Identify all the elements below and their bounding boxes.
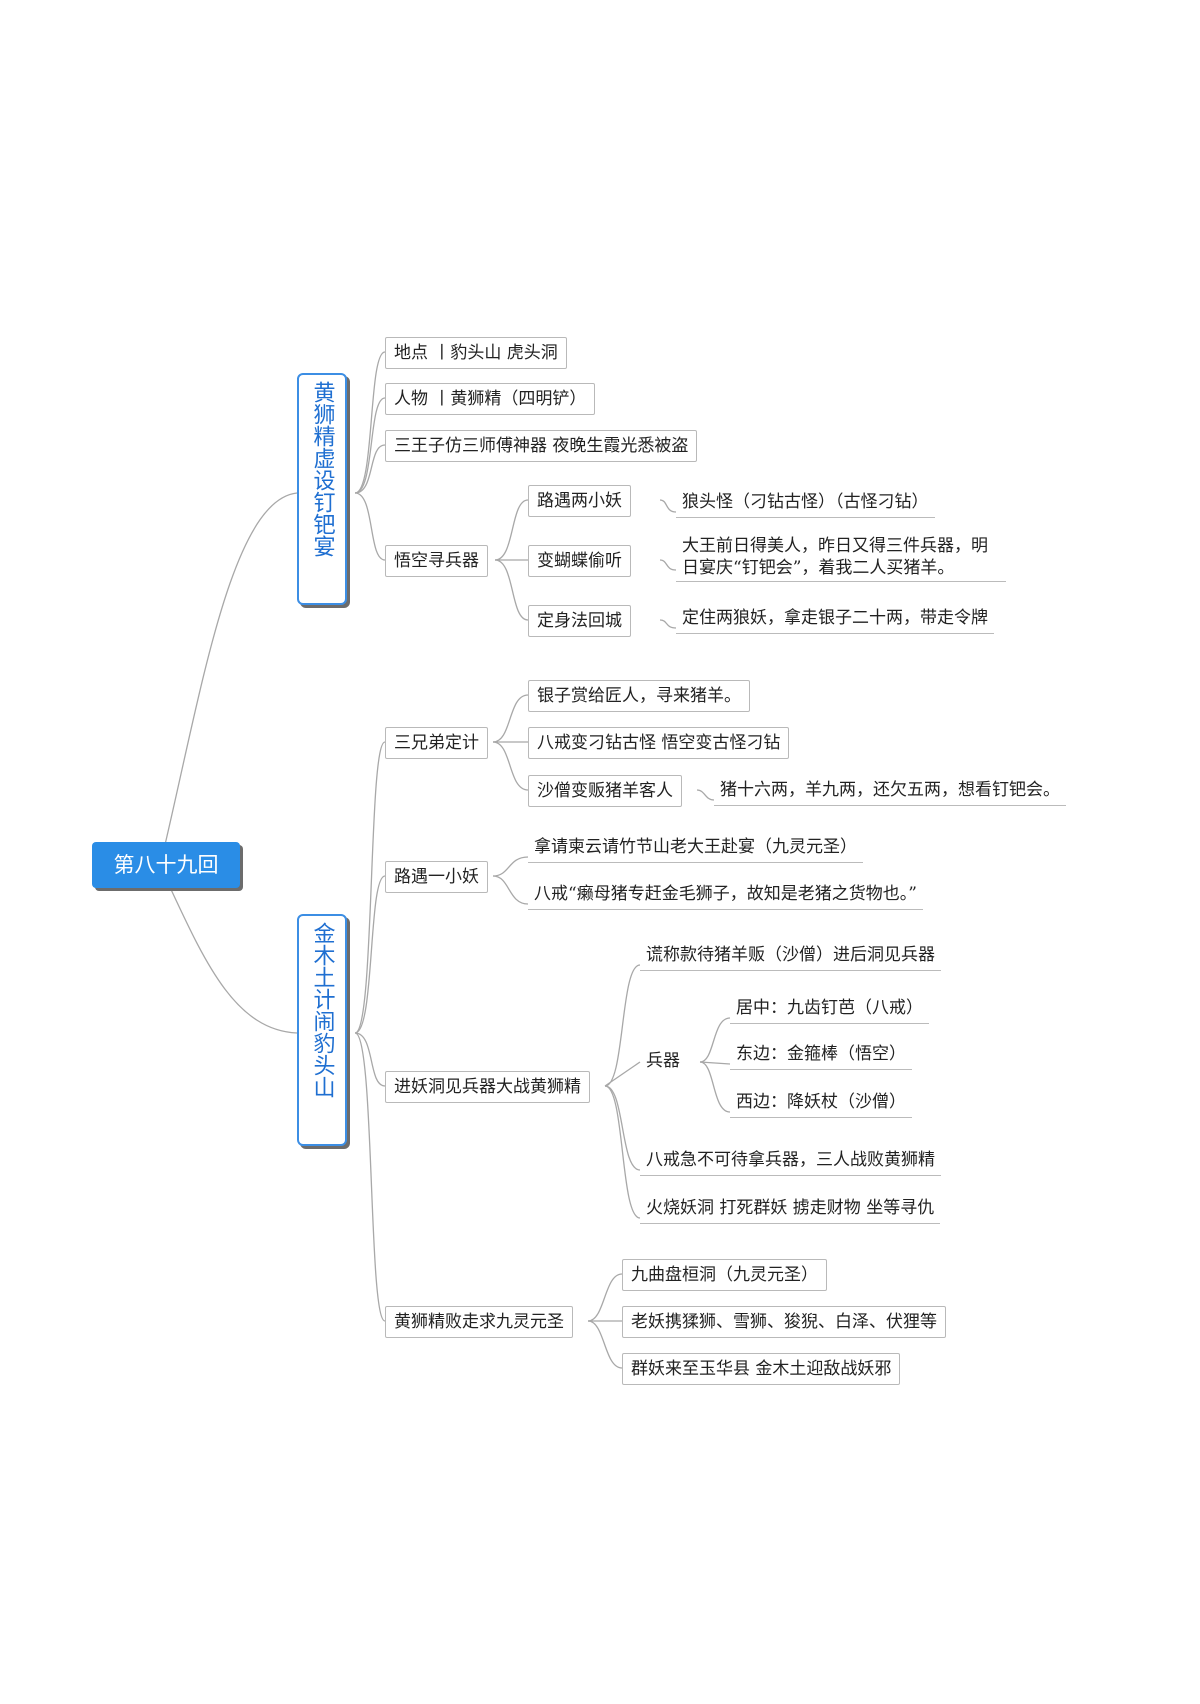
subtopic-label: 变蝴蝶偷听: [537, 551, 622, 571]
detail-label: 兵器: [646, 1051, 680, 1071]
subtopic-label: 老妖携猱狮、雪狮、狻猊、白泽、伏狸等: [631, 1312, 937, 1332]
detail-label: 谎称款待猪羊贩（沙僧）进后洞见兵器: [646, 945, 935, 965]
topic-label: 人物 丨黄狮精（四明铲）: [394, 389, 587, 409]
branch-node-feast[interactable]: 黄狮精虚设钉钯宴: [297, 373, 347, 605]
detail-label: 大王前日得美人，昨日又得三件兵器，明日宴庆“钉钯会”，着我二人买猪羊。: [682, 536, 988, 578]
branch-title: 黄狮精虚设钉钯宴: [309, 381, 335, 557]
topic-label: 地点 丨豹头山 虎头洞: [394, 343, 558, 363]
detail-freeze: 定住两狼妖，拿走银子二十两，带走令牌: [676, 603, 994, 634]
subtopic-sha[interactable]: 沙僧变贩猪羊客人: [528, 775, 682, 807]
detail-label: 定住两狼妖，拿走银子二十两，带走令牌: [682, 608, 988, 628]
topic-flee[interactable]: 黄狮精败走求九灵元圣: [385, 1306, 573, 1338]
subtopic-gather[interactable]: 老妖携猱狮、雪狮、狻猊、白泽、伏狸等: [622, 1306, 946, 1338]
detail-sha: 猪十六两，羊九两，还欠五两，想看钉钯会。: [714, 775, 1066, 806]
topic-label: 路遇一小妖: [394, 867, 479, 887]
topic-label: 悟空寻兵器: [394, 551, 479, 571]
detail-label: 东边：金箍棒（悟空）: [736, 1044, 906, 1064]
detail-east: 东边：金箍棒（悟空）: [730, 1039, 912, 1070]
subtopic-label: 九曲盘桓洞（九灵元圣）: [631, 1265, 818, 1285]
detail-label: 八戒急不可待拿兵器，三人战败黄狮精: [646, 1150, 935, 1170]
detail-label: 狼头怪（刁钻古怪）（古怪刁钻）: [682, 492, 929, 512]
detail-label: 拿请柬云请竹节山老大王赴宴（九灵元圣）: [534, 837, 857, 857]
detail-label: 西边：降妖杖（沙僧）: [736, 1092, 906, 1112]
subtopic-come[interactable]: 群妖来至玉华县 金木土迎敌战妖邪: [622, 1353, 901, 1385]
subtopic-label: 银子赏给匠人，寻来猪羊。: [537, 686, 741, 706]
subtopic-label: 群妖来至玉华县 金木土迎敌战妖邪: [631, 1359, 892, 1379]
detail-label: 八戒“癞母猪专赶金毛狮子，故知是老猪之货物也。”: [534, 884, 917, 904]
topic-label: 三王子仿三师傅神器 夜晚生霞光悉被盗: [394, 436, 689, 456]
subtopic-cave9[interactable]: 九曲盘桓洞（九灵元圣）: [622, 1259, 827, 1291]
topic-location[interactable]: 地点 丨豹头山 虎头洞: [385, 337, 567, 369]
detail-invite: 拿请柬云请竹节山老大王赴宴（九灵元圣）: [528, 832, 863, 863]
root-node[interactable]: 第八十九回: [92, 842, 240, 888]
topic-character[interactable]: 人物 丨黄狮精（四明铲）: [385, 383, 596, 415]
detail-west: 西边：降妖杖（沙僧）: [730, 1087, 912, 1118]
label-weapons: 兵器: [640, 1050, 686, 1072]
subtopic-label: 沙僧变贩猪羊客人: [537, 781, 673, 801]
root-label: 第八十九回: [113, 853, 219, 877]
branch-node-ruckus[interactable]: 金木土计闹豹头山: [297, 914, 347, 1146]
topic-plan[interactable]: 三兄弟定计: [385, 727, 488, 759]
topic-cave[interactable]: 进妖洞见兵器大战黄狮精: [385, 1071, 590, 1103]
subtopic-meet[interactable]: 路遇两小妖: [528, 485, 631, 517]
detail-quote: 八戒“癞母猪专赶金毛狮子，故知是老猪之货物也。”: [528, 879, 923, 910]
detail-label: 火烧妖洞 打死群妖 掳走财物 坐等寻仇: [646, 1198, 935, 1218]
branch-title: 金木土计闹豹头山: [309, 922, 335, 1098]
subtopic-butterfly[interactable]: 变蝴蝶偷听: [528, 545, 631, 577]
topic-label: 三兄弟定计: [394, 733, 479, 753]
detail-label: 居中：九齿钉芭（八戒）: [736, 998, 923, 1018]
detail-fight: 八戒急不可待拿兵器，三人战败黄狮精: [640, 1145, 941, 1176]
detail-butterfly: 大王前日得美人，昨日又得三件兵器，明日宴庆“钉钯会”，着我二人买猪羊。: [676, 533, 1006, 582]
detail-meet: 狼头怪（刁钻古怪）（古怪刁钻）: [676, 487, 935, 518]
subtopic-label: 路遇两小妖: [537, 491, 622, 511]
topic-imp[interactable]: 路遇一小妖: [385, 861, 488, 893]
subtopic-silver[interactable]: 银子赏给匠人，寻来猪羊。: [528, 680, 750, 712]
detail-lie: 谎称款待猪羊贩（沙僧）进后洞见兵器: [640, 940, 941, 971]
detail-middle: 居中：九齿钉芭（八戒）: [730, 993, 929, 1024]
topic-label: 进妖洞见兵器大战黄狮精: [394, 1077, 581, 1097]
detail-burn: 火烧妖洞 打死群妖 掳走财物 坐等寻仇: [640, 1193, 941, 1224]
topic-label: 黄狮精败走求九灵元圣: [394, 1312, 564, 1332]
topic-search[interactable]: 悟空寻兵器: [385, 545, 488, 577]
topic-theft[interactable]: 三王子仿三师傅神器 夜晚生霞光悉被盗: [385, 430, 698, 462]
detail-label: 猪十六两，羊九两，还欠五两，想看钉钯会。: [720, 780, 1060, 800]
subtopic-label: 八戒变刁钻古怪 悟空变古怪刁钻: [537, 733, 781, 753]
subtopic-disguise[interactable]: 八戒变刁钻古怪 悟空变古怪刁钻: [528, 727, 790, 759]
subtopic-freeze[interactable]: 定身法回城: [528, 605, 631, 637]
subtopic-label: 定身法回城: [537, 611, 622, 631]
